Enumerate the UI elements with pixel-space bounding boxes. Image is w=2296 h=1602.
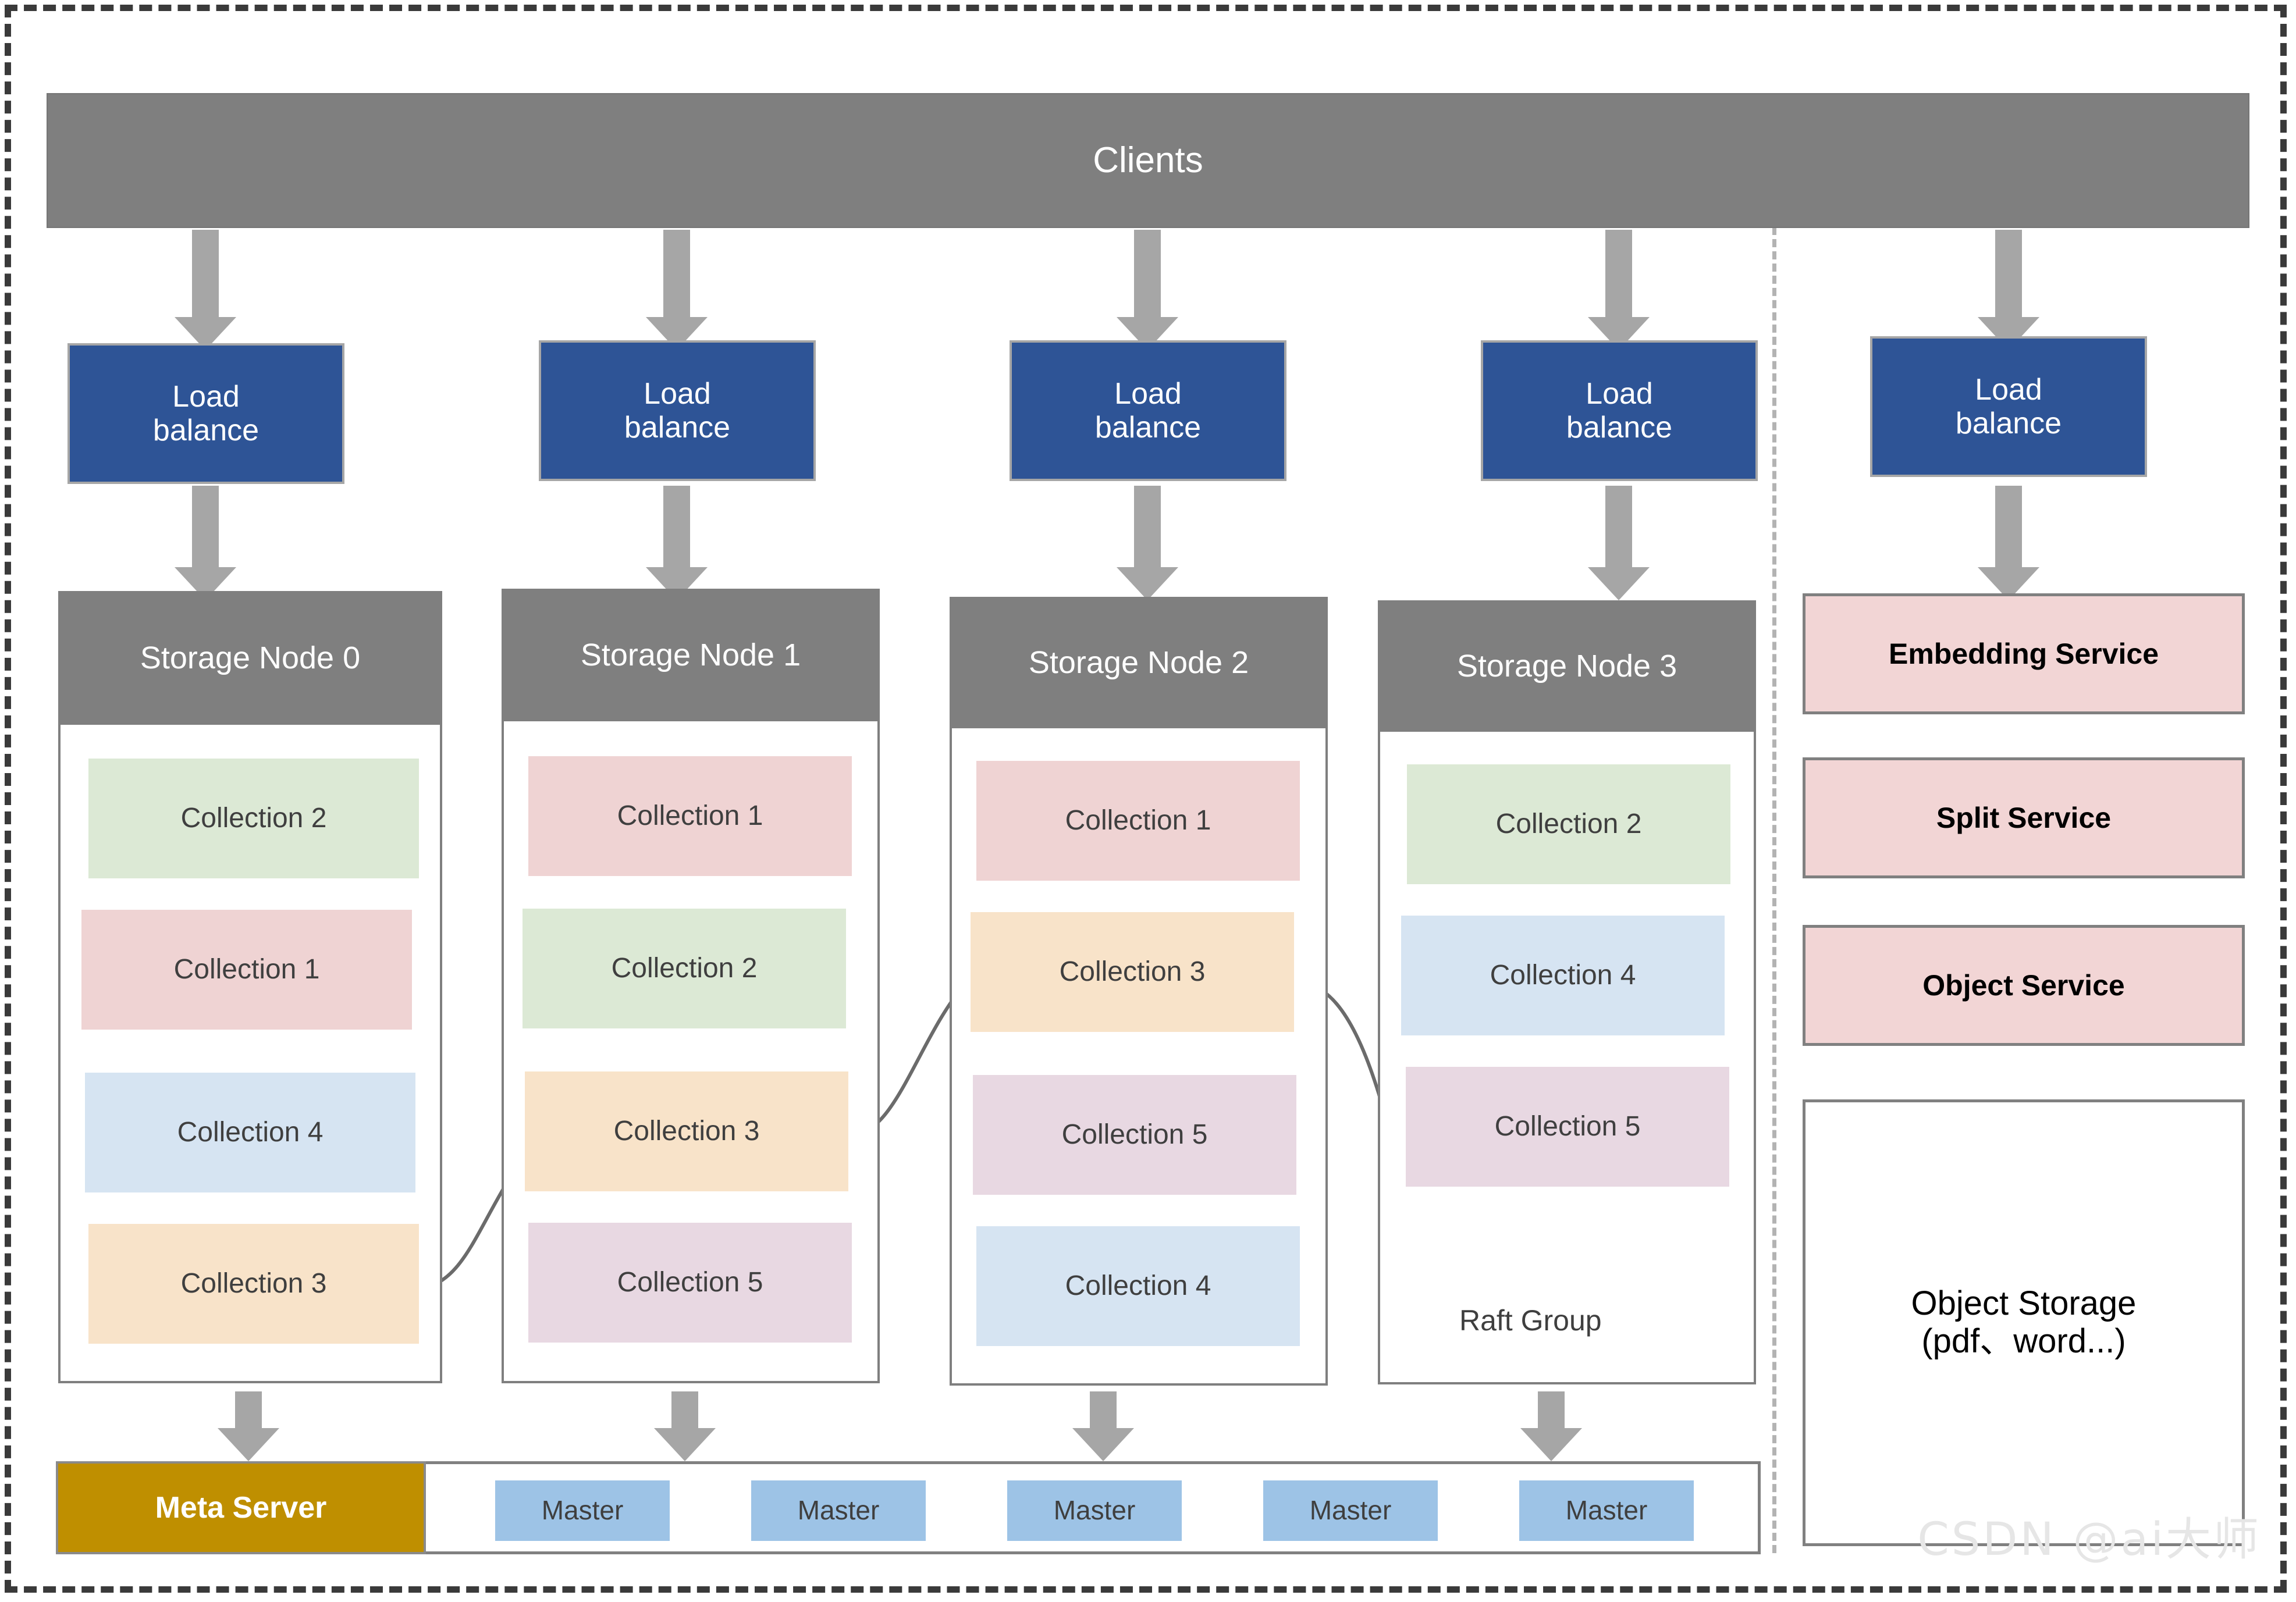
collection-label: Collection 3 bbox=[1059, 956, 1206, 988]
split-service-box[interactable]: Split Service bbox=[1803, 757, 2245, 878]
load-balance-2[interactable]: Load balance bbox=[1010, 340, 1286, 481]
load-balance-0[interactable]: Load balance bbox=[67, 343, 344, 484]
collection-label: Collection 5 bbox=[1494, 1111, 1641, 1142]
object-storage-line2: (pdf、word...) bbox=[1921, 1322, 2126, 1360]
object-storage-box[interactable]: Object Storage (pdf、word...) bbox=[1803, 1099, 2245, 1546]
collection-box[interactable]: Collection 1 bbox=[81, 910, 412, 1030]
master-label: Master bbox=[1565, 1495, 1648, 1526]
collection-box[interactable]: Collection 1 bbox=[528, 756, 852, 876]
embedding-service-box[interactable]: Embedding Service bbox=[1803, 593, 2245, 714]
master-label: Master bbox=[541, 1495, 624, 1526]
storage-node-0: Storage Node 0 Collection 2 Collection 1… bbox=[58, 591, 442, 1383]
collection-box[interactable]: Collection 1 bbox=[976, 761, 1300, 881]
load-balance-1[interactable]: Load balance bbox=[539, 340, 816, 481]
clients-label: Clients bbox=[1093, 140, 1203, 181]
load-balance-4[interactable]: Load balance bbox=[1870, 336, 2147, 477]
collection-box[interactable]: Collection 3 bbox=[88, 1224, 419, 1344]
collection-label: Collection 3 bbox=[180, 1268, 327, 1300]
meta-server-box[interactable]: Meta Server bbox=[56, 1461, 426, 1554]
service-label: Embedding Service bbox=[1888, 638, 2159, 670]
outer-dashed-frame bbox=[5, 5, 2287, 1593]
meta-master-bar: Meta Server Master Master Master Master … bbox=[56, 1461, 1761, 1554]
collection-box[interactable]: Collection 5 bbox=[973, 1075, 1296, 1195]
collection-label: Collection 2 bbox=[611, 953, 758, 984]
storage-node-1: Storage Node 1 Collection 1 Collection 2… bbox=[502, 589, 880, 1383]
master-label: Master bbox=[797, 1495, 880, 1526]
node-title-text: Storage Node 0 bbox=[140, 640, 361, 675]
storage-node-1-title: Storage Node 1 bbox=[502, 589, 880, 721]
storage-node-0-title: Storage Node 0 bbox=[58, 591, 442, 725]
master-box[interactable]: Master bbox=[495, 1480, 670, 1541]
master-box[interactable]: Master bbox=[1263, 1480, 1438, 1541]
storage-node-3-title: Storage Node 3 bbox=[1378, 600, 1756, 732]
master-box[interactable]: Master bbox=[1519, 1480, 1694, 1541]
master-box[interactable]: Master bbox=[751, 1480, 926, 1541]
collection-label: Collection 1 bbox=[1065, 805, 1211, 836]
raft-group-label: Raft Group bbox=[1459, 1297, 1762, 1344]
object-service-box[interactable]: Object Service bbox=[1803, 925, 2245, 1046]
collection-label: Collection 2 bbox=[1495, 809, 1642, 840]
collection-box[interactable]: Collection 5 bbox=[1406, 1067, 1729, 1187]
csdn-watermark: CSDN @ai大师 bbox=[1917, 1514, 2261, 1566]
master-label: Master bbox=[1053, 1495, 1136, 1526]
service-label: Split Service bbox=[1936, 802, 2112, 834]
collection-label: Collection 1 bbox=[617, 800, 763, 832]
vertical-dashed-divider bbox=[1772, 227, 1776, 1553]
collection-box[interactable]: Collection 4 bbox=[85, 1073, 415, 1192]
meta-server-label: Meta Server bbox=[155, 1490, 327, 1525]
collection-box[interactable]: Collection 2 bbox=[523, 909, 846, 1028]
collection-box[interactable]: Collection 4 bbox=[1401, 916, 1725, 1035]
storage-node-3: Storage Node 3 Collection 2 Collection 4… bbox=[1378, 600, 1756, 1384]
load-balance-label: Load balance bbox=[152, 379, 260, 447]
node-title-text: Storage Node 3 bbox=[1456, 648, 1677, 683]
load-balance-label: Load balance bbox=[1566, 376, 1673, 444]
collection-box[interactable]: Collection 2 bbox=[1407, 764, 1730, 884]
load-balance-3[interactable]: Load balance bbox=[1481, 340, 1758, 481]
service-label: Object Service bbox=[1922, 969, 2125, 1002]
collection-label: Collection 4 bbox=[177, 1117, 324, 1148]
collection-box[interactable]: Collection 2 bbox=[88, 759, 419, 878]
node-title-text: Storage Node 2 bbox=[1028, 645, 1249, 680]
object-storage-line1: Object Storage bbox=[1911, 1284, 2137, 1323]
master-box[interactable]: Master bbox=[1007, 1480, 1182, 1541]
collection-box[interactable]: Collection 4 bbox=[976, 1226, 1300, 1346]
storage-node-2-title: Storage Node 2 bbox=[950, 597, 1328, 728]
collection-label: Collection 5 bbox=[617, 1267, 763, 1298]
node-title-text: Storage Node 1 bbox=[580, 637, 801, 672]
clients-bar: Clients bbox=[47, 93, 2249, 228]
load-balance-label: Load balance bbox=[1094, 376, 1202, 444]
storage-node-2: Storage Node 2 Collection 1 Collection 3… bbox=[950, 597, 1328, 1386]
collection-label: Collection 5 bbox=[1061, 1119, 1208, 1151]
raft-group-text: Raft Group bbox=[1459, 1304, 1602, 1337]
load-balance-label: Load balance bbox=[1955, 372, 2062, 440]
load-balance-label: Load balance bbox=[624, 376, 731, 444]
collection-box[interactable]: Collection 5 bbox=[528, 1223, 852, 1343]
collection-label: Collection 2 bbox=[180, 803, 327, 834]
collection-box[interactable]: Collection 3 bbox=[525, 1071, 848, 1191]
collection-label: Collection 1 bbox=[173, 954, 320, 985]
collection-label: Collection 4 bbox=[1490, 960, 1636, 991]
collection-box[interactable]: Collection 3 bbox=[971, 912, 1294, 1032]
master-label: Master bbox=[1309, 1495, 1392, 1526]
collection-label: Collection 3 bbox=[613, 1116, 760, 1147]
collection-label: Collection 4 bbox=[1065, 1270, 1211, 1302]
